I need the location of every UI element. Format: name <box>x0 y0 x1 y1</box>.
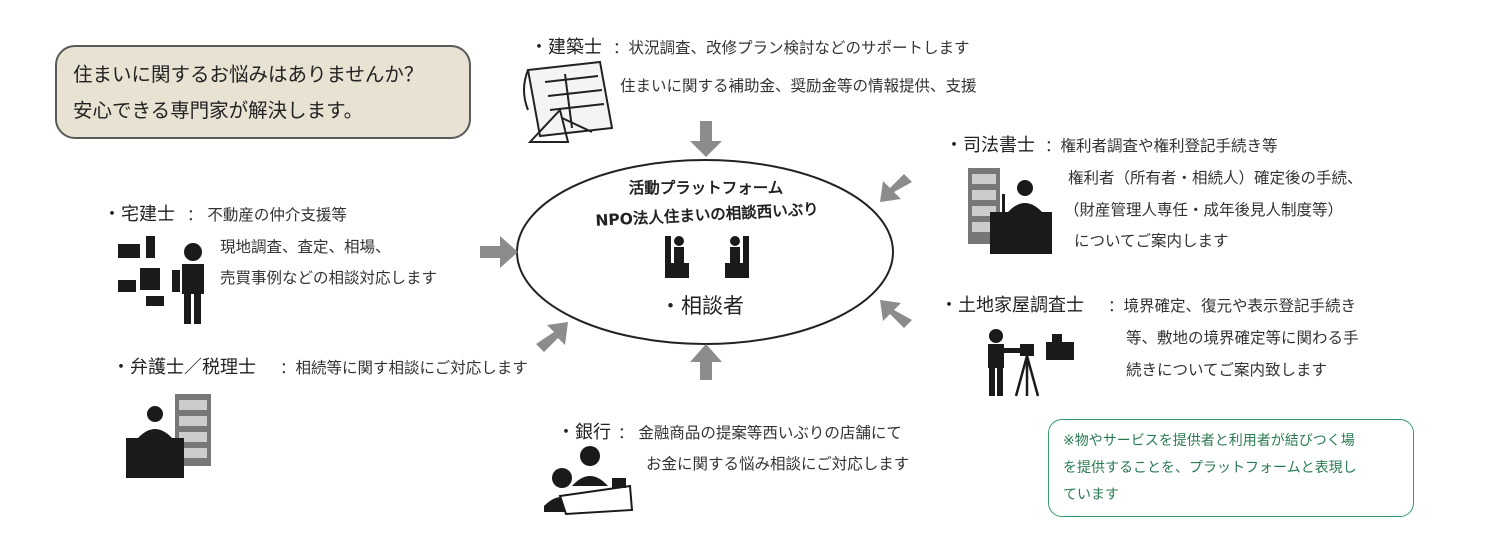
scrivener-line-2: 権利者（所有者・相続人）確定後の手続、 <box>1068 169 1363 187</box>
bank-line-2: お金に関する悩み相談にご対応します <box>646 455 910 473</box>
scrivener-line-1: ：権利者調査や権利登記手続き等 <box>1045 137 1278 155</box>
realtor-line-2: 現地調査、査定、相場、 <box>220 238 391 256</box>
lawyer-line-1: ：相続等に関す相談にご対応します <box>280 359 528 377</box>
scrivener-line-4: についてご案内します <box>1074 232 1229 250</box>
lawyer-desk-icon <box>126 394 211 478</box>
scrivener-line-3: （財産管理人専任・成年後見人制度等） <box>1064 201 1344 219</box>
surveyor-icon <box>988 329 1074 397</box>
realtor-icon <box>118 236 204 324</box>
consultee-label: ・相談者 <box>660 294 744 318</box>
lawyer-title: ・弁護士／税理士 <box>112 357 256 378</box>
bank-title: ・銀行 <box>557 422 611 443</box>
intro-line-2: 安心できる専門家が解決します。 <box>73 99 364 122</box>
surveyor-line-1: ：境界確定、復元や表示登記手続き <box>1108 297 1357 315</box>
arrow-from-architect <box>690 121 722 157</box>
arrow-from-bank <box>690 344 722 380</box>
note-line-2: を提供することを、プラットフォームと表現し <box>1063 460 1357 476</box>
surveyor-title: ・土地家屋調査士 <box>940 295 1084 316</box>
consultation-figures-icon <box>665 236 749 278</box>
note-line-1: ※物やサービスを提供者と利用者が結びつく場 <box>1063 433 1355 449</box>
arrow-from-realtor <box>480 236 518 268</box>
realtor-line-1: ： 不動産の仲介支援等 <box>187 206 347 224</box>
blueprint-icon <box>523 60 614 143</box>
arrow-from-surveyor <box>880 300 912 328</box>
architect-line-1: ：状況調査、改修プラン検討などのサポートします <box>613 39 970 57</box>
bank-consultation-icon <box>544 446 634 516</box>
scrivener-title: ・司法書士 <box>945 135 1035 156</box>
surveyor-line-3: 続きについてご案内致します <box>1126 361 1328 379</box>
intro-box: 住まいに関するお悩みはありませんか？ 安心できる専門家が解決します。 <box>55 45 471 139</box>
architect-line-2: 住まいに関する補助金、奨励金等の情報提供、支援 <box>620 77 977 95</box>
intro-line-1: 住まいに関するお悩みはありませんか？ <box>73 63 424 86</box>
platform-label: 活動プラットフォーム <box>628 179 784 197</box>
bank-line-1: ： 金融商品の提案等西いぶりの店舗にて <box>618 424 902 442</box>
realtor-title: ・宅建士 <box>103 204 175 225</box>
surveyor-line-2: 等、敷地の境界確定等に関わる手 <box>1126 329 1359 347</box>
note-line-3: ています <box>1063 487 1119 503</box>
scrivener-desk-icon <box>968 168 1052 254</box>
platform-note: ※物やサービスを提供者と利用者が結びつく場 を提供することを、プラットフォームと… <box>1048 419 1414 517</box>
arrow-from-lawyer <box>536 322 568 352</box>
arrow-from-scrivener <box>880 174 912 202</box>
architect-title: ・建築士 <box>530 37 602 58</box>
realtor-line-3: 売買事例などの相談対応します <box>220 269 438 287</box>
